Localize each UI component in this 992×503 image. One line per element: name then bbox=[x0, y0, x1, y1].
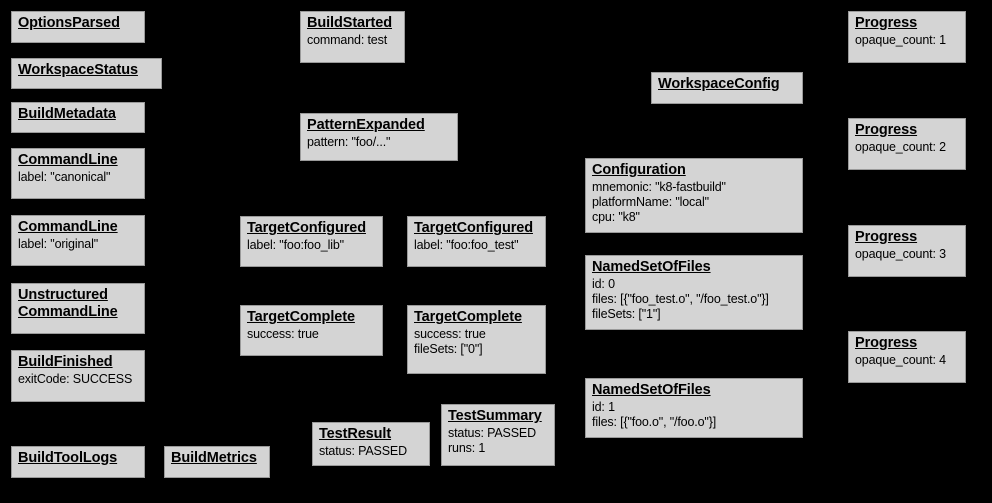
event-node-fields: label: "original" bbox=[18, 237, 138, 252]
event-node-field: success: true bbox=[247, 327, 319, 342]
event-node-field: fileSets: ["0"] bbox=[414, 341, 483, 356]
event-node-fields: mnemonic: "k8-fastbuild"platformName: "l… bbox=[592, 180, 796, 224]
event-node-fields: command: test bbox=[307, 33, 398, 48]
event-node-workspace-status[interactable]: WorkspaceStatus bbox=[11, 58, 162, 89]
event-node-field: status: PASSED bbox=[319, 444, 407, 459]
event-node-field: id: 1 bbox=[592, 400, 615, 415]
event-node-title: PatternExpanded bbox=[307, 117, 425, 133]
event-node-title: Progress bbox=[855, 15, 918, 31]
event-node-fields: success: true bbox=[247, 327, 376, 342]
event-node-title: Progress bbox=[855, 229, 918, 245]
event-node-title: Configuration bbox=[592, 162, 686, 178]
event-node-title: BuildToolLogs bbox=[18, 450, 118, 466]
event-node-title: BuildMetadata bbox=[18, 106, 116, 122]
event-node-fields: opaque_count: 1 bbox=[855, 33, 959, 48]
event-node-field: exitCode: SUCCESS bbox=[18, 372, 133, 387]
event-node-title: TargetConfigured bbox=[414, 220, 533, 236]
event-node-field: status: PASSED bbox=[448, 426, 536, 441]
event-node-title: OptionsParsed bbox=[18, 15, 120, 31]
event-node-build-metrics[interactable]: BuildMetrics bbox=[164, 446, 270, 478]
event-node-field: label: "original" bbox=[18, 237, 98, 252]
event-node-target-complete-lib[interactable]: TargetComplete success: true bbox=[240, 305, 383, 356]
event-node-title: BuildStarted bbox=[307, 15, 393, 31]
event-node-fields: label: "foo:foo_test" bbox=[414, 238, 539, 253]
event-node-command-line-original[interactable]: CommandLine label: "original" bbox=[11, 215, 145, 266]
event-node-fields: opaque_count: 2 bbox=[855, 140, 959, 155]
event-node-field: cpu: "k8" bbox=[592, 209, 640, 224]
event-node-fields: status: PASSED bbox=[319, 444, 423, 459]
event-node-field: opaque_count: 2 bbox=[855, 140, 946, 155]
event-node-field: success: true bbox=[414, 327, 486, 342]
event-node-build-metadata[interactable]: BuildMetadata bbox=[11, 102, 145, 133]
event-node-progress-1[interactable]: Progress opaque_count: 1 bbox=[848, 11, 966, 63]
event-node-configuration[interactable]: Configuration mnemonic: "k8-fastbuild"pla… bbox=[585, 158, 803, 233]
event-node-fields: opaque_count: 3 bbox=[855, 247, 959, 262]
event-node-fields: opaque_count: 4 bbox=[855, 353, 959, 368]
event-node-build-started[interactable]: BuildStarted command: test bbox=[300, 11, 405, 63]
event-node-title: CommandLine bbox=[18, 152, 118, 168]
event-node-field: label: "foo:foo_lib" bbox=[247, 238, 344, 253]
event-node-field: id: 0 bbox=[592, 277, 615, 292]
event-node-field: runs: 1 bbox=[448, 440, 486, 455]
event-node-fields: pattern: "foo/..." bbox=[307, 135, 451, 150]
event-node-title: BuildMetrics bbox=[171, 450, 257, 466]
event-node-field: opaque_count: 4 bbox=[855, 353, 946, 368]
event-node-target-configured-foo-test[interactable]: TargetConfigured label: "foo:foo_test" bbox=[407, 216, 546, 267]
event-node-fields: label: "foo:foo_lib" bbox=[247, 238, 376, 253]
event-node-fields: exitCode: SUCCESS bbox=[18, 372, 138, 387]
event-node-progress-2[interactable]: Progress opaque_count: 2 bbox=[848, 118, 966, 170]
event-node-field: command: test bbox=[307, 33, 388, 48]
event-node-title: TargetConfigured bbox=[247, 220, 366, 236]
event-node-workspace-config[interactable]: WorkspaceConfig bbox=[651, 72, 803, 104]
event-node-field: opaque_count: 3 bbox=[855, 247, 946, 262]
event-node-field: pattern: "foo/..." bbox=[307, 135, 391, 150]
event-node-build-finished[interactable]: BuildFinished exitCode: SUCCESS bbox=[11, 350, 145, 402]
event-node-field: files: [{"foo_test.o", "/foo_test.o"}] bbox=[592, 291, 769, 306]
event-node-title: BuildFinished bbox=[18, 354, 113, 370]
event-node-progress-3[interactable]: Progress opaque_count: 3 bbox=[848, 225, 966, 277]
event-node-title: TargetComplete bbox=[247, 309, 355, 325]
event-node-test-result[interactable]: TestResult status: PASSED bbox=[312, 422, 430, 466]
event-node-fields: label: "canonical" bbox=[18, 170, 138, 185]
event-node-title: WorkspaceConfig bbox=[658, 76, 780, 92]
event-node-title: Unstructured CommandLine bbox=[18, 287, 118, 321]
event-node-progress-4[interactable]: Progress opaque_count: 4 bbox=[848, 331, 966, 383]
event-node-field: opaque_count: 1 bbox=[855, 33, 946, 48]
event-node-target-configured-foo-lib[interactable]: TargetConfigured label: "foo:foo_lib" bbox=[240, 216, 383, 267]
event-node-title: WorkspaceStatus bbox=[18, 62, 138, 78]
event-node-field: files: [{"foo.o", "/foo.o"}] bbox=[592, 414, 717, 429]
event-node-title: NamedSetOfFiles bbox=[592, 382, 711, 398]
event-node-title: Progress bbox=[855, 335, 918, 351]
event-node-options-parsed[interactable]: OptionsParsed bbox=[11, 11, 145, 43]
event-node-field: platformName: "local" bbox=[592, 194, 709, 209]
event-node-title: Progress bbox=[855, 122, 918, 138]
event-node-unstructured-command-line[interactable]: Unstructured CommandLine bbox=[11, 283, 145, 334]
event-node-title: NamedSetOfFiles bbox=[592, 259, 711, 275]
event-node-command-line-canonical[interactable]: CommandLine label: "canonical" bbox=[11, 148, 145, 199]
event-node-field: fileSets: ["1"] bbox=[592, 306, 661, 321]
event-node-title: CommandLine bbox=[18, 219, 118, 235]
event-node-pattern-expanded[interactable]: PatternExpanded pattern: "foo/..." bbox=[300, 113, 458, 161]
event-node-field: mnemonic: "k8-fastbuild" bbox=[592, 180, 726, 195]
event-node-title: TestSummary bbox=[448, 408, 542, 424]
event-node-title: TargetComplete bbox=[414, 309, 522, 325]
event-node-field: label: "canonical" bbox=[18, 170, 111, 185]
event-node-title: TestResult bbox=[319, 426, 392, 442]
event-node-build-tool-logs[interactable]: BuildToolLogs bbox=[11, 446, 145, 478]
event-node-field: label: "foo:foo_test" bbox=[414, 238, 519, 253]
